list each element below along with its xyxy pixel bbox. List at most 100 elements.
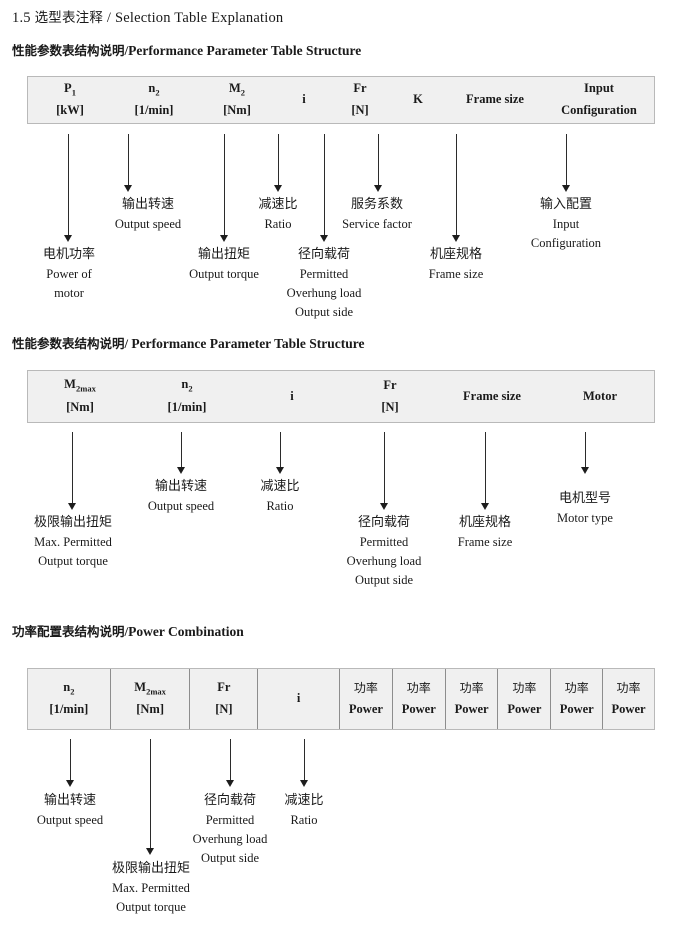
annotation-en-1: Service factor	[342, 216, 412, 231]
annotation-en-1: Output speed	[147, 498, 215, 513]
annotation-cn: 减速比	[284, 793, 324, 808]
column-symbol: Power	[401, 701, 436, 716]
annotation-output-speed: 输出转速 Output speed	[37, 791, 103, 830]
table-header-cell-power-3: 功率 Power	[444, 669, 498, 729]
block-heading-separator: /	[124, 336, 129, 351]
column-subscript: 2max	[75, 383, 96, 394]
table-header-cell-m2max: M2max [Nm]	[28, 371, 132, 422]
annotation-output-speed: 输出转速 Output speed	[148, 477, 214, 516]
column-symbol: P	[64, 80, 72, 95]
arrow-to-output-speed	[177, 432, 186, 474]
column-unit: [kW]	[56, 103, 84, 118]
annotation-permitted-overhung-load: 径向载荷 Permitted Overhung load Output side	[287, 245, 362, 322]
annotation-permitted-overhung-load: 径向载荷 Permitted Overhung load Output side	[193, 791, 268, 868]
column-symbol: Frame size	[463, 388, 521, 403]
table-header-cell-n2: n2 [1/min]	[132, 371, 242, 422]
annotation-en-3: Output side	[355, 572, 413, 587]
table-header-cell-power-6: 功率 Power	[602, 669, 654, 729]
table-header-cell-power-2: 功率 Power	[391, 669, 445, 729]
column-symbol: i	[296, 691, 301, 706]
table-header-cell-k: K	[390, 77, 446, 123]
arrow-to-permitted-overhung-load	[320, 134, 329, 242]
column-symbol: Power	[454, 701, 489, 716]
column-symbol: Power	[559, 701, 594, 716]
annotation-en-1: Ratio	[266, 498, 294, 513]
column-symbol: K	[413, 92, 423, 107]
annotation-cn: 机座规格	[458, 515, 511, 530]
arrow-to-power-of-motor	[64, 134, 73, 242]
column-symbol: n	[148, 80, 156, 95]
annotation-output-speed: 输出转速 Output speed	[115, 195, 181, 234]
column-subscript: 2	[70, 686, 75, 697]
annotation-en-1: Output torque	[189, 266, 259, 281]
annotation-en-1: Permitted	[359, 534, 409, 549]
page-title: 1.5 选型表注释 / Selection Table Explanation	[12, 6, 283, 27]
arrow-to-max-permitted-output-torque	[68, 432, 77, 510]
column-symbol: Input	[584, 81, 614, 96]
annotation-en-1: Frame size	[457, 534, 513, 549]
annotation-cn: 输出转速	[154, 479, 207, 494]
column-symbol: Fr	[217, 680, 231, 695]
annotation-cn: 减速比	[258, 197, 298, 212]
annotation-en-2: Configuration	[530, 235, 602, 250]
section-title-separator: /	[106, 10, 112, 26]
table-header-cell-n2: n2 [1/min]	[112, 77, 196, 123]
column-unit: [Nm]	[223, 103, 251, 118]
table-header-cell-motor: Motor	[546, 371, 654, 422]
annotation-en-2: Overhung load	[346, 553, 422, 568]
annotation-en-1: Output speed	[36, 812, 104, 827]
arrow-to-output-torque	[220, 134, 229, 242]
annotation-cn: 径向载荷	[297, 247, 351, 262]
arrow-to-ratio	[276, 432, 285, 474]
column-symbol: Power	[507, 701, 542, 716]
annotation-en-3: Output side	[201, 850, 259, 865]
annotation-cn: 服务系数	[350, 197, 404, 212]
table-header-cell-power-5: 功率 Power	[550, 669, 602, 729]
column-label-cn: 功率	[564, 680, 589, 695]
column-subscript: 1	[71, 87, 76, 98]
annotation-frame-size: 机座规格 Frame size	[429, 245, 484, 284]
annotation-en-1: Ratio	[264, 216, 292, 231]
column-symbol: Power	[611, 701, 646, 716]
annotation-service-factor: 服务系数 Service factor	[342, 195, 412, 234]
column-unit: [N]	[381, 399, 399, 414]
table-header-cell-fr: Fr [N]	[189, 669, 257, 729]
column-unit: Configuration	[561, 103, 637, 117]
block-heading-separator: /	[124, 624, 129, 639]
column-label-cn: 功率	[459, 680, 484, 695]
column-unit: [1/min]	[49, 702, 89, 717]
section-number: 1.5	[12, 10, 31, 26]
column-unit: [1/min]	[167, 399, 207, 414]
annotation-cn: 输出转速	[43, 793, 96, 808]
column-symbol: Fr	[383, 377, 397, 392]
annotation-ratio: 减速比 Ratio	[284, 791, 323, 830]
annotation-en-1: Power of	[46, 266, 92, 281]
section-title-cn: 选型表注释	[34, 10, 104, 26]
arrow-to-output-speed	[66, 739, 75, 787]
column-subscript: 2	[240, 87, 246, 98]
annotation-input-configuration: 输入配置 Input Configuration	[531, 195, 601, 253]
power-combination-table: n2 [1/min] M2max [Nm] Fr [N] i 功率 Power …	[27, 668, 655, 730]
column-symbol: M	[228, 80, 241, 95]
table-header-cell-m2max: M2max [Nm]	[109, 669, 190, 729]
table-header-cell-fr: Fr [N]	[342, 371, 438, 422]
annotation-cn: 输出扭矩	[197, 247, 251, 262]
arrow-to-permitted-overhung-load	[380, 432, 389, 510]
arrow-to-permitted-overhung-load	[226, 739, 235, 787]
column-symbol: Fr	[353, 81, 367, 96]
column-symbol: i	[290, 388, 294, 403]
column-unit: [N]	[351, 103, 369, 117]
annotation-en-1: Permitted	[205, 812, 255, 827]
table-header-cell-frame-size: Frame size	[438, 371, 546, 422]
annotation-en-2: Overhung load	[286, 285, 362, 300]
column-symbol: M	[134, 679, 147, 694]
annotation-cn: 减速比	[260, 479, 300, 494]
block-heading-en: Performance Parameter Table Structure	[131, 336, 365, 351]
column-unit: [Nm]	[136, 702, 164, 717]
table-header-cell-p1: P1 [kW]	[28, 77, 112, 123]
annotation-motor-type: 电机型号 Motor type	[557, 489, 613, 528]
column-subscript: 2	[155, 87, 160, 98]
annotation-en-1: Max. Permitted	[112, 880, 190, 895]
table-header-cell-power-4: 功率 Power	[497, 669, 550, 729]
annotation-cn: 输入配置	[539, 197, 593, 212]
